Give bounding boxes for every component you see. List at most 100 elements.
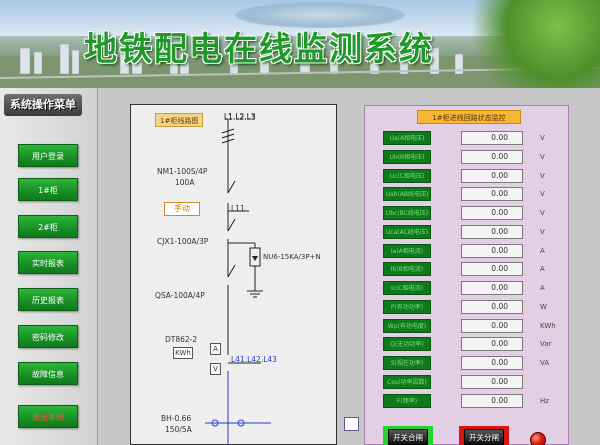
param-row: Ub(B相电压) 0.00 V bbox=[383, 150, 566, 164]
password-change-button[interactable]: 密码修改 bbox=[18, 325, 78, 348]
param-value: 0.00 bbox=[461, 150, 523, 164]
voltmeter-box: V bbox=[210, 363, 221, 375]
meter-model: DT862-2 bbox=[165, 335, 198, 344]
param-label: Ubc(BC线电压) bbox=[383, 206, 431, 220]
switch-close-button[interactable]: 开关合闸 bbox=[383, 426, 433, 445]
param-row: Ubc(BC线电压) 0.00 V bbox=[383, 206, 566, 220]
param-value: 0.00 bbox=[461, 337, 523, 351]
param-label: Ua(A相电压) bbox=[383, 131, 431, 145]
menu-title: 系统操作菜单 bbox=[4, 94, 82, 116]
output-line-label: L41.L42.L43 bbox=[231, 355, 277, 364]
param-unit: V bbox=[540, 190, 545, 198]
param-row: Cos(功率因数) 0.00 bbox=[383, 375, 566, 389]
cabinet-2-button[interactable]: 2#柜 bbox=[18, 215, 78, 238]
param-value: 0.00 bbox=[461, 319, 523, 333]
param-value: 0.00 bbox=[461, 394, 523, 408]
app-title: 地铁配电在线监测系统 bbox=[84, 29, 434, 68]
param-label: Wp(有功电度) bbox=[383, 319, 431, 333]
param-unit: Var bbox=[540, 340, 552, 348]
login-button[interactable]: 用户登录 bbox=[18, 144, 78, 167]
line-l11-label: L11 bbox=[231, 204, 245, 213]
diagram-title: 1#柜线路图 bbox=[155, 113, 204, 127]
breaker-rating: 100A bbox=[175, 178, 195, 187]
param-value: 0.00 bbox=[461, 206, 523, 220]
param-unit: W bbox=[540, 303, 547, 311]
wiring-diagram: L1.L2.L3 bbox=[205, 112, 271, 445]
param-label: S(视在功率) bbox=[383, 356, 431, 370]
param-row: Ib(B相电流) 0.00 A bbox=[383, 262, 566, 276]
param-value: 0.00 bbox=[461, 187, 523, 201]
param-unit: V bbox=[540, 153, 545, 161]
param-unit: KWh bbox=[540, 322, 556, 330]
param-label: Uab(AB线电压) bbox=[383, 187, 431, 201]
ct-model: BH-0.66 bbox=[161, 414, 192, 423]
param-row: Ia(A相电流) 0.00 A bbox=[383, 244, 566, 258]
switch-close-label: 开关合闸 bbox=[388, 429, 428, 445]
param-label: Q(无功功率) bbox=[383, 337, 431, 351]
ammeter-box: A bbox=[210, 343, 221, 355]
param-row: Uab(AB线电压) 0.00 V bbox=[383, 187, 566, 201]
banner-lake bbox=[235, 2, 405, 28]
wiring-diagram-panel: L1.L2.L3 1#柜线路图 L1.L2.L3 NM1-100S/4P 100… bbox=[130, 104, 337, 445]
status-light-icon bbox=[530, 432, 546, 445]
main-content: L1.L2.L3 1#柜线路图 L1.L2.L3 NM1-100S/4P 100… bbox=[98, 88, 600, 445]
param-row: Uca(AC线电压) 0.00 V bbox=[383, 225, 566, 239]
param-value: 0.00 bbox=[461, 356, 523, 370]
param-unit: V bbox=[540, 172, 545, 180]
param-unit: A bbox=[540, 247, 545, 255]
svg-text:L1.L2.L3: L1.L2.L3 bbox=[224, 112, 256, 121]
switch-open-label: 开关分闸 bbox=[464, 429, 504, 445]
param-value: 0.00 bbox=[461, 244, 523, 258]
param-label: Ib(B相电流) bbox=[383, 262, 431, 276]
param-unit: V bbox=[540, 134, 545, 142]
param-row: Ic(C相电流) 0.00 A bbox=[383, 281, 566, 295]
param-unit: Hz bbox=[540, 397, 549, 405]
param-label: Uc(C相电压) bbox=[383, 169, 431, 183]
param-value: 0.00 bbox=[461, 131, 523, 145]
param-unit: V bbox=[540, 228, 545, 236]
header-banner: 地铁配电在线监测系统 bbox=[0, 0, 600, 88]
param-value: 0.00 bbox=[461, 300, 523, 314]
monitor-panel: 1#柜进线回路状态监控 Ua(A相电压) 0.00 V Ub(B相电压) 0.0… bbox=[364, 105, 569, 445]
param-row: Uc(C相电压) 0.00 V bbox=[383, 169, 566, 183]
param-value: 0.00 bbox=[461, 375, 523, 389]
contactor-model: CJX1-100A/3P bbox=[157, 237, 209, 246]
param-unit: VA bbox=[540, 359, 550, 367]
sidebar-menu: 系统操作菜单 用户登录 1#柜 2#柜 实时报表 历史报表 密码修改 故障信息 … bbox=[0, 88, 98, 445]
param-unit: V bbox=[540, 209, 545, 217]
param-row: Q(无功功率) 0.00 Var bbox=[383, 337, 566, 351]
ct-ratio: 150/5A bbox=[165, 425, 192, 434]
param-label: Uca(AC线电压) bbox=[383, 225, 431, 239]
param-unit bbox=[540, 375, 564, 389]
param-row: S(视在功率) 0.00 VA bbox=[383, 356, 566, 370]
param-row: P(有功功率) 0.00 W bbox=[383, 300, 566, 314]
param-row: F(频率) 0.00 Hz bbox=[383, 394, 566, 408]
param-label: Cos(功率因数) bbox=[383, 375, 431, 389]
exit-system-button[interactable]: 退出系统 bbox=[18, 405, 78, 428]
param-label: Ic(C相电流) bbox=[383, 281, 431, 295]
manual-mode-badge: 手动 bbox=[164, 202, 200, 216]
param-unit: A bbox=[540, 284, 545, 292]
param-label: P(有功功率) bbox=[383, 300, 431, 314]
switch-open-button[interactable]: 开关分闸 bbox=[459, 426, 509, 445]
banner-tree bbox=[460, 0, 600, 88]
cabinet-1-button[interactable]: 1#柜 bbox=[18, 178, 78, 201]
surge-protector-model: NU6-15KA/3P+N bbox=[263, 253, 321, 261]
fault-info-button[interactable]: 故障信息 bbox=[18, 362, 78, 385]
param-value: 0.00 bbox=[461, 225, 523, 239]
param-unit: A bbox=[540, 265, 545, 273]
param-row: Ua(A相电压) 0.00 V bbox=[383, 131, 566, 145]
param-label: Ia(A相电流) bbox=[383, 244, 431, 258]
switch-model: QSA-100A/4P bbox=[155, 291, 205, 300]
param-value: 0.00 bbox=[461, 281, 523, 295]
param-value: 0.00 bbox=[461, 169, 523, 183]
bus-label: L1.L2.L3 bbox=[224, 113, 256, 122]
realtime-report-button[interactable]: 实时报表 bbox=[18, 251, 78, 274]
monitor-title: 1#柜进线回路状态监控 bbox=[417, 110, 521, 124]
history-report-button[interactable]: 历史报表 bbox=[18, 288, 78, 311]
param-row: Wp(有功电度) 0.00 KWh bbox=[383, 319, 566, 333]
param-label: Ub(B相电压) bbox=[383, 150, 431, 164]
param-label: F(频率) bbox=[383, 394, 431, 408]
param-value: 0.00 bbox=[461, 262, 523, 276]
energy-meter-kwh: KWh bbox=[173, 347, 193, 359]
